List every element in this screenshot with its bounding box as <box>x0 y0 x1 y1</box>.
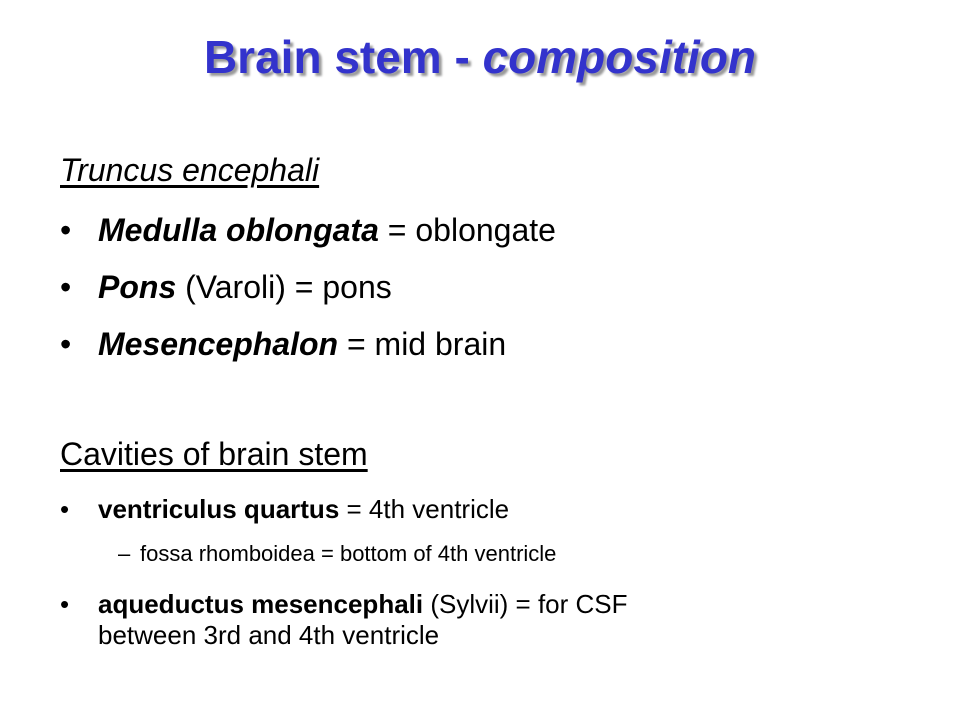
bullet-icon: • <box>60 212 72 248</box>
term: Mesencephalon <box>98 326 339 362</box>
definition: (Sylvii) = for CSF <box>423 589 628 619</box>
section-heading-cavities: Cavities of brain stem <box>60 436 368 472</box>
bullet-icon: • <box>60 589 70 619</box>
term: Pons <box>98 269 177 305</box>
dash-icon: – <box>118 541 131 566</box>
bullet-icon: • <box>60 326 72 362</box>
definition: = 4th ventricle <box>339 494 510 524</box>
title-main: Brain stem - <box>203 31 483 83</box>
term: aqueductus mesencephali <box>98 589 424 619</box>
title-italic: composition <box>482 31 757 83</box>
term: Medulla oblongata <box>98 212 379 248</box>
section-heading-truncus: Truncus encephali <box>60 152 320 188</box>
term: ventriculus quartus <box>98 494 340 524</box>
bullet-icon: • <box>60 494 70 524</box>
definition-continued: between 3rd and 4th ventricle <box>98 620 440 650</box>
definition: = mid brain <box>338 326 507 362</box>
definition: (Varoli) = pons <box>176 269 392 305</box>
sub-item-text: fossa rhomboidea = bottom of 4th ventric… <box>140 541 557 566</box>
definition: = oblongate <box>378 212 556 248</box>
slide-title: Brain stem - composition <box>0 30 960 84</box>
bullet-icon: • <box>60 269 72 305</box>
